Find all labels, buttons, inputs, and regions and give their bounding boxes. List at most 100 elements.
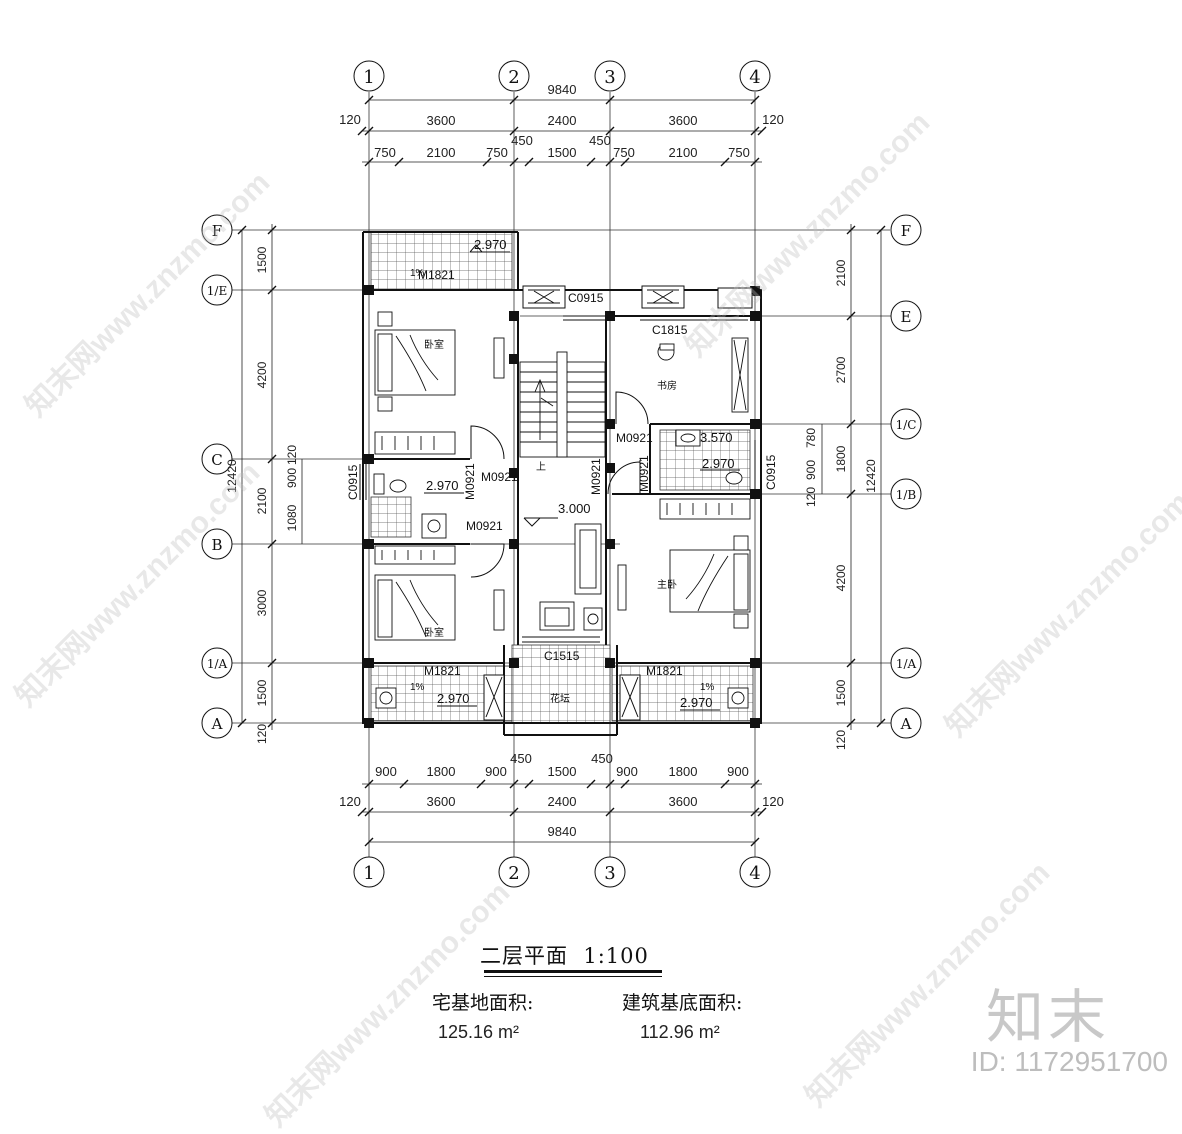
axis-label-left-A: A [211,715,223,733]
dim-open-bot-4: 450 [510,751,532,766]
dim-open-top-8: 2100 [669,145,698,160]
dim-wall-right-bot: 120 [762,794,784,809]
dim-open-bot-2: 1800 [427,764,456,779]
axis-label-right-1B: 1/B [896,488,917,502]
axis-bubbles [201,60,922,888]
dim-open-bot-7: 900 [616,764,638,779]
axis-label-left-1E: 1/E [207,284,227,298]
dim-open-top-5: 1500 [548,145,577,160]
dim-left-inner-2: 900 [285,468,299,488]
tag-window-c1815: C1815 [652,323,688,337]
drawing-scale: 1:100 [583,944,649,968]
dim-open-top-4: 450 [511,133,533,148]
axis-label-right-1A: 1/A [896,657,917,671]
level-bath-e: 2.970 [702,456,735,471]
level-markers [424,244,740,711]
tag-door-balcony-se: M1821 [646,664,683,678]
tag-window-c0915-top: C0915 [568,291,604,305]
dim-left-inner-1: 1080 [285,504,299,531]
axis-label-top-2: 2 [508,67,519,88]
furniture [373,311,751,709]
axis-label-right-E: E [901,308,912,326]
dim-right-inner-1: 120 [804,487,818,507]
staircase [519,351,606,458]
dim-open-bot-6: 450 [591,751,613,766]
dim-left-span-6: 120 [255,724,269,744]
dim-right-span-5: 4200 [834,564,848,591]
dim-right-span-7: 120 [834,730,848,750]
dim-left-span-2: 4200 [255,361,269,388]
dim-right-inner-2: 900 [804,460,818,480]
dim-left-span-5: 1500 [255,679,269,706]
tag-door-balcony-sw: M1821 [424,664,461,678]
dim-open-top-9: 750 [728,145,750,160]
dim-right-span-1: 2100 [834,259,848,286]
level-balcony-nw: 2.970 [474,237,507,252]
brand-logo: 知末 [985,983,1110,1051]
tag-door-study: M0921 [616,431,653,445]
level-bath-e-top: 3.570 [700,430,733,445]
dim-wall-left-bot: 120 [339,794,361,809]
dim-right-span-6: 1500 [834,679,848,706]
room-label-bedroom-1: 卧室 [424,338,444,351]
axis-label-top-4: 4 [749,67,760,88]
dim-open-bot-8: 1800 [669,764,698,779]
dim-bay2-top: 2400 [548,113,577,128]
windows [359,285,762,721]
dim-bay2-bot: 2400 [548,794,577,809]
doors [400,289,715,664]
dim-open-top-3: 750 [486,145,508,160]
image-id: ID: 1172951700 [970,1046,1168,1077]
tag-window-c0915-right: C0915 [764,454,778,490]
slope-nw: 1% [410,268,425,279]
dim-open-bot-1: 900 [375,764,397,779]
axis-label-right-A: A [900,715,912,733]
room-label-study: 书房 [657,379,677,392]
dim-open-top-2: 2100 [427,145,456,160]
title-underline [484,970,662,973]
dim-open-bot-5: 1500 [548,764,577,779]
room-label-planter: 花坛 [550,692,570,705]
axis-label-left-C: C [211,451,222,469]
axis-label-left-B: B [211,536,222,554]
dim-left-inner-3: 120 [285,445,299,465]
tag-door-bath-w: M0921 [463,463,477,500]
axis-label-bottom-3: 3 [604,863,615,884]
axis-label-right-1C: 1/C [896,418,917,432]
stair-up-label: 上 [536,461,546,473]
dim-open-bot-9: 900 [727,764,749,779]
floor-plan-drawing: 1 2 3 4 1 2 3 4 F 1/E C B 1/A A F E 1/C … [201,60,922,888]
axis-label-top-1: 1 [363,67,374,88]
footprint-area-value: 112.96 m² [640,1022,720,1042]
dim-open-top-1: 750 [374,145,396,160]
slope-se: 1% [700,682,715,693]
dim-bay3-top: 3600 [669,113,698,128]
room-label-bedroom-2: 卧室 [424,626,444,639]
axis-label-bottom-4: 4 [749,863,760,884]
footprint-area-label: 建筑基底面积: [622,992,743,1014]
dim-left-span-3: 2100 [255,487,269,514]
drawing-title-text: 二层平面 [480,944,568,968]
tag-window-c0915-left: C0915 [346,464,360,500]
axis-label-top-3: 3 [604,67,615,88]
level-hall: 3.000 [558,501,591,516]
dim-open-bot-3: 900 [485,764,507,779]
tag-door-bath-e: M0921 [637,455,651,492]
axis-grid [232,92,892,860]
room-label-master: 主卧 [657,578,677,591]
tag-door-bed-sw: M0921 [466,519,503,533]
title-underline-thin [484,976,662,977]
dim-right-span-2: 2700 [834,356,848,383]
axis-label-left-F: F [212,222,222,240]
dim-right-span-3: 780 [804,428,818,448]
dim-overall-top: 9840 [548,82,577,97]
tag-door-balcony-nw: M1821 [418,268,455,282]
dim-bay1-bot: 3600 [427,794,456,809]
dim-left-span-4: 3000 [255,589,269,616]
tag-door-master: M0921 [589,458,603,495]
dim-left-total: 12420 [225,459,239,493]
dim-open-top-7: 750 [613,145,635,160]
drawing-title: 二层平面 1:100 [480,940,649,970]
axis-label-bottom-1: 1 [363,863,374,884]
dim-overall-bot: 9840 [548,824,577,839]
